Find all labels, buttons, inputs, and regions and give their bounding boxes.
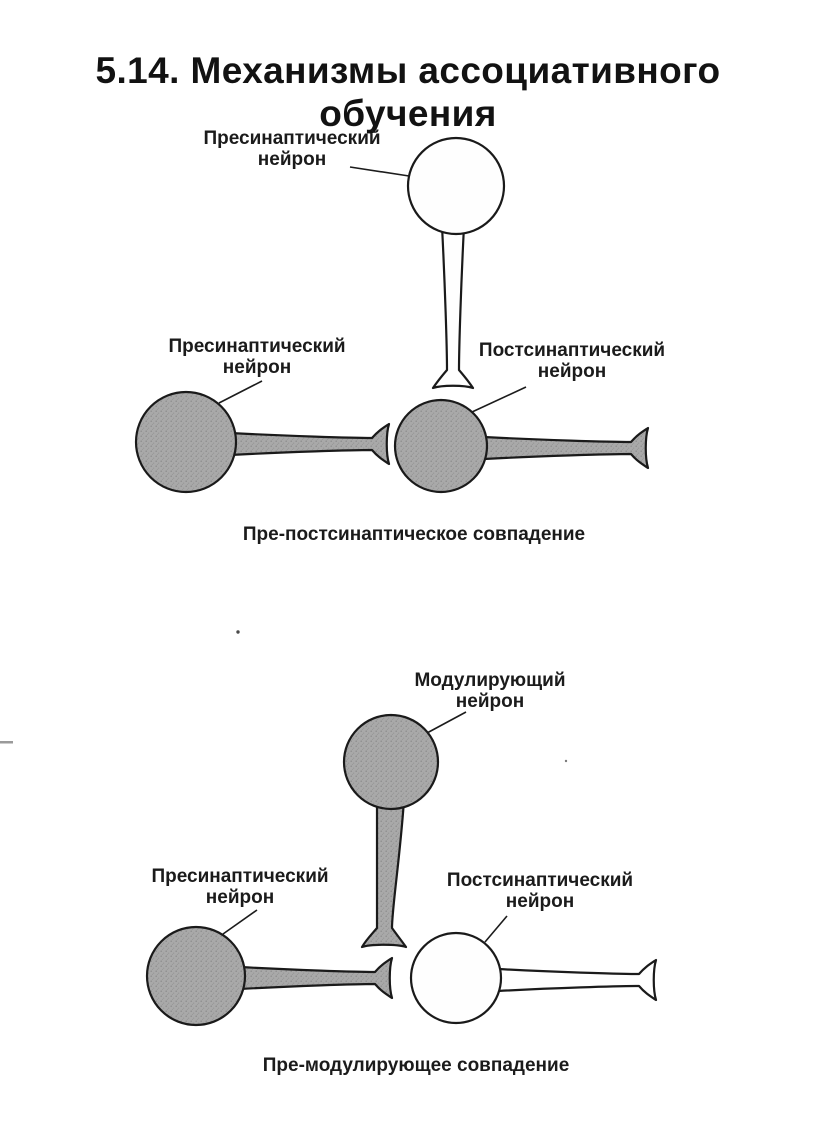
label-line: Постсинаптический — [446, 870, 634, 891]
pointer-postsynaptic-top — [471, 386, 527, 413]
scan-artifact-dash — [0, 741, 13, 744]
scan-artifact-dot — [564, 759, 568, 763]
soma — [134, 390, 238, 494]
neuron-modulating-vertical — [342, 713, 440, 949]
label-line: нейрон — [537, 361, 607, 382]
caption-pre-postsynaptic: Пре-постсинаптическое совпадение — [242, 524, 586, 545]
caption-pre-modulating: Пре-модулирующее совпадение — [262, 1055, 570, 1076]
label-line: нейрон — [205, 887, 275, 908]
label-line: нейрон — [505, 891, 575, 912]
page-title-line2: обучения — [319, 93, 497, 135]
label-line: нейрон — [222, 357, 292, 378]
label-line: Постсинаптический — [478, 340, 666, 361]
diagram-pre-postsynaptic — [134, 136, 650, 494]
pointer-lines-bottom — [222, 711, 508, 943]
label-line: Пресинаптический — [151, 866, 329, 887]
diagram-pre-modulating — [145, 711, 658, 1027]
soma — [393, 398, 489, 494]
soma — [409, 931, 503, 1025]
neuron-presynaptic-bottom — [145, 925, 394, 1027]
label-modulating-neuron: Модулирующий нейрон — [414, 670, 565, 712]
label-line: Пресинаптический — [168, 336, 346, 357]
axon — [360, 798, 408, 949]
pointer-postsynaptic-bottom — [484, 915, 508, 943]
page-title: 5.14. Механизмы ассоциативного обучения — [18, 49, 798, 136]
axon — [228, 422, 391, 466]
label-presynaptic-top-neuron: Пресинаптический нейрон — [203, 128, 380, 170]
pointer-presynaptic-top — [349, 166, 410, 177]
pointer-lines-top — [218, 166, 527, 413]
pointer-modulating — [426, 711, 467, 734]
pointer-presynaptic-bottom — [222, 909, 258, 935]
scan-artifact-dot — [236, 630, 240, 634]
axon — [482, 426, 650, 470]
label-postsynaptic-top-neuron: Постсинаптический нейрон — [479, 340, 665, 382]
soma — [145, 925, 247, 1027]
label-line: нейрон — [455, 691, 525, 712]
axon — [238, 956, 394, 1000]
label-line: нейрон — [257, 149, 327, 170]
soma — [342, 713, 440, 811]
neuron-postsynaptic-top — [393, 398, 650, 494]
neuron-postsynaptic-bottom — [409, 931, 658, 1025]
axon — [431, 224, 475, 390]
label-presynaptic-bottom-neuron: Пресинаптический нейрон — [151, 866, 328, 908]
label-postsynaptic-bottom-neuron: Постсинаптический нейрон — [447, 870, 633, 912]
scan-artifacts — [0, 630, 568, 763]
neuron-presynaptic-left — [134, 390, 391, 494]
page-title-line1: 5.14. Механизмы ассоциативного — [95, 49, 721, 91]
neuron-presynaptic-vertical — [406, 136, 506, 390]
axon — [496, 958, 658, 1002]
soma — [406, 136, 506, 236]
label-line: Модулирующий — [414, 670, 566, 691]
pointer-presynaptic-left — [218, 380, 263, 404]
label-presynaptic-left-neuron: Пресинаптический нейрон — [168, 336, 345, 378]
label-line: Пресинаптический — [203, 128, 381, 149]
